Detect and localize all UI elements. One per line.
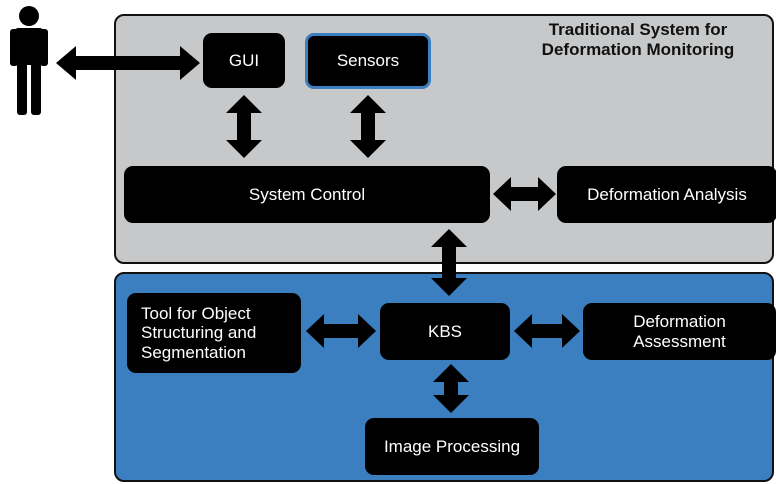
tool-label-line1: Tool for Object [141, 303, 251, 323]
arrow-tool-kbs [306, 314, 376, 348]
image-processing-label: Image Processing [383, 436, 521, 456]
deformation-analysis-node: Deformation Analysis [557, 166, 776, 223]
kbs-label: KBS [427, 321, 463, 341]
gui-node: GUI [203, 33, 285, 88]
panel-title-line2: Deformation Monitoring [541, 39, 735, 59]
panel-title: Traditional System for Deformation Monit… [516, 20, 760, 59]
deformation-assessment-node: Deformation Assessment [583, 303, 776, 360]
arrow-kbs-deformation-assessment [514, 314, 580, 348]
person-icon [10, 6, 48, 115]
arrow-system-control-deformation-analysis [493, 177, 556, 211]
tool-label-line2: Structuring and [141, 323, 257, 343]
tool-label-line3: Segmentation [141, 342, 246, 362]
kbs-node: KBS [380, 303, 510, 360]
system-control-label: System Control [248, 184, 366, 204]
arrow-gui-system-control [226, 95, 262, 158]
sensors-label: Sensors [336, 51, 400, 71]
arrow-system-control-kbs [431, 229, 467, 296]
system-control-node: System Control [124, 166, 490, 223]
image-processing-node: Image Processing [365, 418, 539, 475]
arrow-kbs-image-processing [433, 364, 469, 413]
tool-node: Tool for Object Structuring and Segmenta… [127, 293, 301, 373]
sensors-node: Sensors [305, 33, 431, 89]
arrow-sensors-system-control [350, 95, 386, 158]
gui-label: GUI [228, 50, 260, 70]
panel-title-line1: Traditional System for [548, 20, 728, 39]
deformation-assessment-line2: Assessment [633, 331, 726, 351]
deformation-analysis-label: Deformation Analysis [587, 184, 747, 204]
arrow-person-gui [56, 46, 200, 80]
deformation-assessment-line1: Deformation [633, 311, 726, 331]
